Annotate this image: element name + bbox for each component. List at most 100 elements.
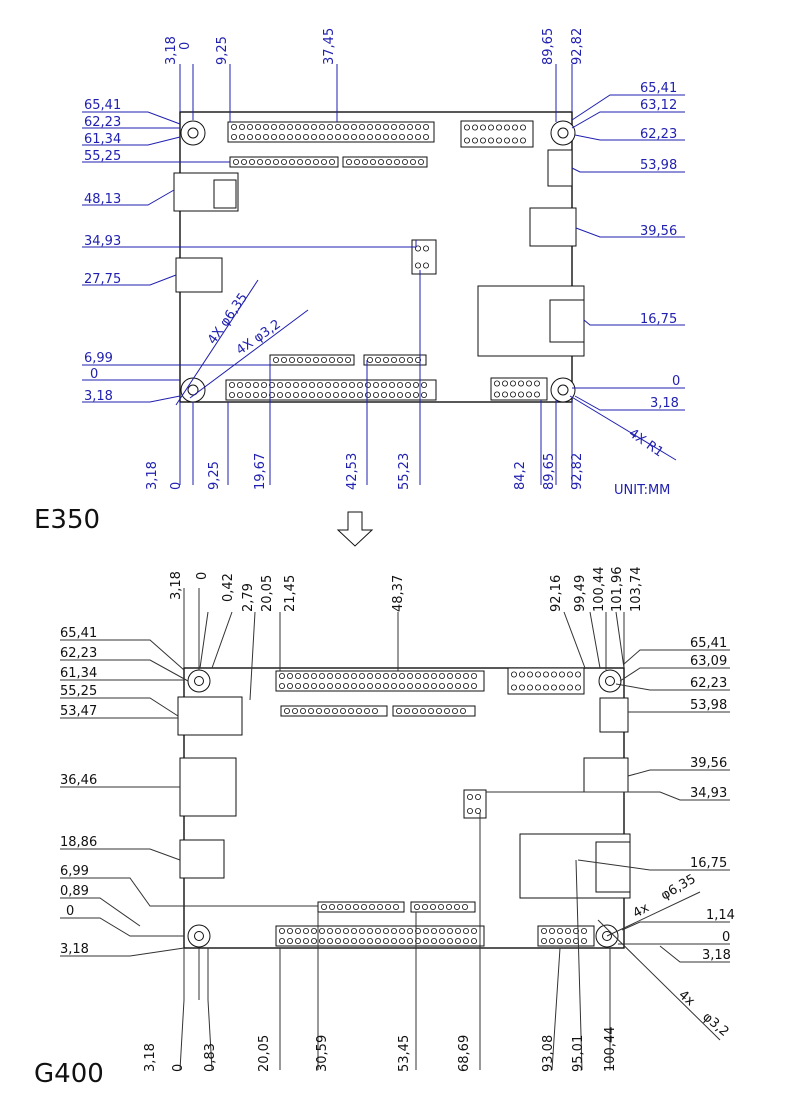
connector-pin [445,904,452,911]
connector-pin [350,673,357,680]
connector-pin [406,133,413,140]
connector-pin [350,124,357,131]
connector-pin [474,794,481,801]
g400-left-dim: 0,89 [60,884,89,899]
e350-top-dim: 0 [178,42,193,50]
small-connector [599,697,629,733]
connector-pin [437,904,444,911]
connector-pin [228,381,235,388]
connector-pin [268,391,275,398]
connector-pin [549,938,556,945]
connector-pin [296,356,303,363]
connector-pin [286,683,293,690]
connector-pin [385,158,392,165]
e350-title: E350 [34,505,100,535]
connector-pin [272,158,279,165]
connector-pin [430,683,437,690]
connector-pin [358,133,365,140]
connector-pin [430,938,437,945]
g400-bottom-dim: 68,69 [457,1035,472,1072]
connector-pin [230,133,237,140]
connector-pin [278,928,285,935]
connector-pin [342,928,349,935]
connector-pin [328,158,335,165]
e350-left-dim: 3,18 [84,389,113,404]
connector-pin [361,158,368,165]
connector-pin [318,673,325,680]
g400-left-dim: 55,25 [60,684,97,699]
connector-pin [453,904,460,911]
connector-pin [256,158,263,165]
connector-pin [461,904,468,911]
connector-pin [374,124,381,131]
connector-pin [324,381,331,388]
connector-pin [559,671,566,678]
connector-pin [270,124,277,131]
connector-pin [406,683,413,690]
connector-pin [310,124,317,131]
connector-pin [509,380,516,387]
connector-pin [286,133,293,140]
connector-pin [420,381,427,388]
connector-pin [368,904,375,911]
g400-bottom-dim: 93,08 [541,1035,556,1072]
connector-pin [541,928,548,935]
power-jack [177,696,243,736]
connector-pin [372,391,379,398]
mounting-hole [187,384,199,396]
connector-pin [503,137,510,144]
connector-pin [395,708,402,715]
e350-bottom-dim: 42,53 [345,453,360,490]
connector-pin [372,381,379,388]
connector-pin [310,673,317,680]
e350-left-dim: 62,23 [84,115,121,130]
connector-pin [320,158,327,165]
connector-pin [307,708,314,715]
connector-pin [342,938,349,945]
connector-pin [429,904,436,911]
e350-unit-label: UNIT:MM [614,483,670,498]
g400-left-dim: 18,86 [60,835,97,850]
connector-pin [406,928,413,935]
connector-pin [264,158,271,165]
connector-pin [380,391,387,398]
connector-pin [326,938,333,945]
connector-pin [422,124,429,131]
connector-pin [446,683,453,690]
connector-pin [286,928,293,935]
connector-pin [342,124,349,131]
connector-pin [575,671,582,678]
connector-pin [334,133,341,140]
connector-pin [388,391,395,398]
connector-pin [438,673,445,680]
connector-pin [414,245,421,252]
e350-right-dim: 0 [672,374,680,389]
connector-pin [366,683,373,690]
g400-left-dim: 0 [66,904,74,919]
power-jack-detail [213,179,237,209]
connector-pin [471,137,478,144]
connector-pin [412,381,419,388]
e350-dimension-lines [82,64,685,485]
mounting-hole [194,676,204,686]
connector-pin [526,391,533,398]
connector-pin [278,673,285,680]
connector-pin [462,938,469,945]
g400-bottom-dim: 95,01 [571,1035,586,1072]
connector-pin [463,137,470,144]
g400-top-dim: 21,45 [283,575,298,612]
g400-right-dim: 63,09 [690,654,727,669]
connector-pin [302,928,309,935]
connector-pin [470,683,477,690]
connector-pin [356,381,363,388]
connector-pin [300,391,307,398]
connector-pin [466,808,473,815]
connector-pin [549,928,556,935]
connector-pin [422,133,429,140]
connector-pin [551,671,558,678]
connector-pin [462,928,469,935]
connector-pin [567,671,574,678]
connector-pin [364,381,371,388]
connector-pin [246,133,253,140]
connector-pin [454,938,461,945]
